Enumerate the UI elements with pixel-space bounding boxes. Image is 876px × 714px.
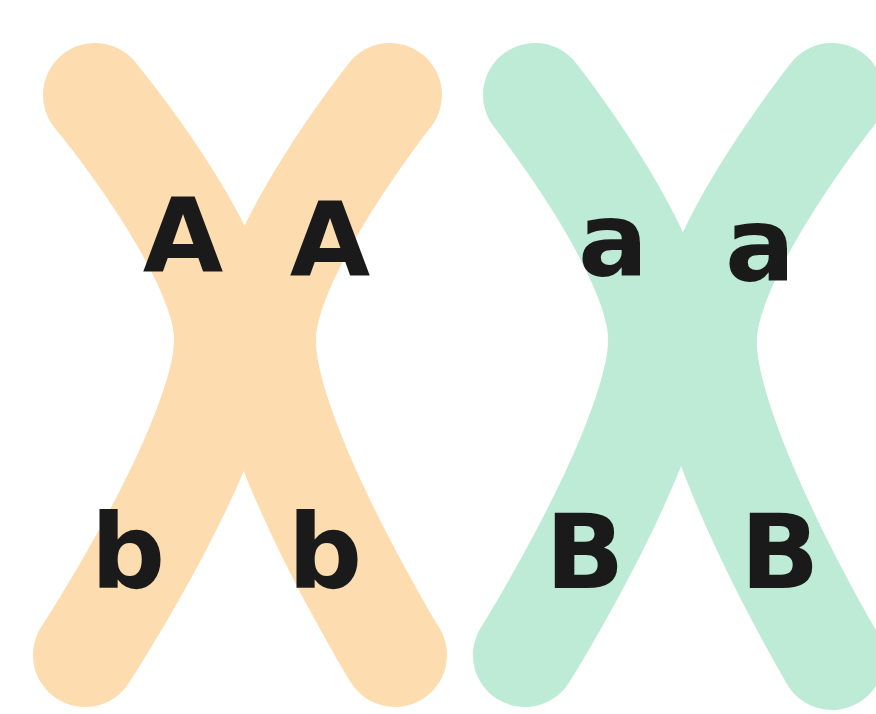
- chromosome: AAb b: [0, 0, 440, 714]
- allele-label: a: [578, 188, 648, 292]
- chromosome-shape: [440, 0, 876, 714]
- chromosome-shape: [0, 0, 440, 714]
- allele-label: a: [725, 193, 795, 297]
- chromosome: aaB B: [440, 0, 876, 714]
- allele-label: B: [545, 500, 624, 604]
- allele-label: B: [740, 500, 819, 604]
- chromatid: [264, 95, 395, 655]
- chromatid: [705, 95, 832, 658]
- chromatid: [525, 95, 660, 655]
- allele-label: A: [290, 188, 371, 292]
- allele-label: b: [288, 500, 362, 604]
- allele-label: b: [91, 500, 165, 604]
- chromatid: [85, 95, 226, 655]
- allele-label: A: [143, 184, 224, 288]
